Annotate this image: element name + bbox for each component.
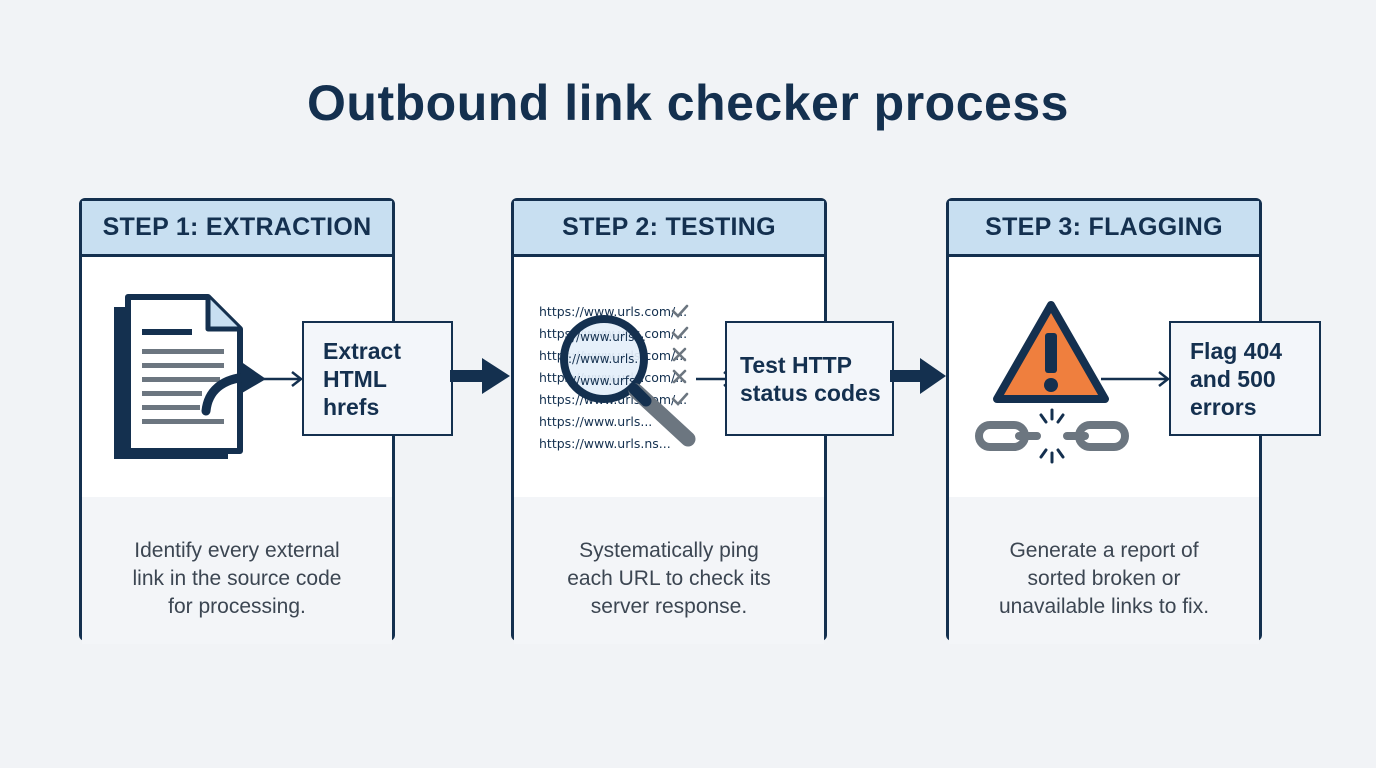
- cross-icon: [672, 347, 687, 362]
- warning-triangle-icon: [993, 301, 1109, 403]
- step-3-description: Generate a report of sorted broken or un…: [998, 539, 1210, 618]
- check-icon: [671, 392, 689, 406]
- step-1-action-box: Extract HTML hrefs: [302, 321, 453, 436]
- check-icon: [671, 326, 689, 340]
- svg-text://www.urls...: //www.urls...: [572, 330, 646, 344]
- step-2-footer: [514, 497, 824, 644]
- url-status-marks: [671, 304, 689, 406]
- step-connector-arrow-1-icon: [450, 358, 510, 394]
- url-row: https://www.urls...: [539, 414, 653, 429]
- svg-text:://www.urls.: ://www.urls.: [568, 352, 638, 366]
- step-3-action-box: Flag 404 and 500 errors: [1169, 321, 1321, 436]
- broken-link-icon: [975, 408, 1129, 464]
- step-1-description: Identify every external link in the sour…: [132, 539, 342, 618]
- check-icon: [671, 304, 689, 318]
- step-3-header: STEP 3: FLAGGING: [949, 201, 1259, 257]
- step-2-action-box: Test HTTP status codes: [725, 321, 894, 436]
- step-1-footer: [82, 497, 392, 644]
- magnifying-glass-icon: //www.urls... ://www.urls. //www.urfs: [560, 315, 696, 447]
- step-3-panel: STEP 3: FLAGGING Flag 404 and 500 errors…: [946, 198, 1321, 644]
- step-2-panel: STEP 2: TESTING https://www.urls.com/...…: [511, 198, 894, 644]
- document-export-icon: [114, 294, 266, 459]
- step-3-footer: [949, 497, 1259, 644]
- step-2-header: STEP 2: TESTING: [514, 201, 824, 257]
- step-1-header: STEP 1: EXTRACTION: [82, 201, 392, 257]
- url-row: https://www.urls.com/...: [539, 304, 688, 319]
- url-row: https://www.urls.ns...: [539, 436, 671, 451]
- step-3-inner-arrow-icon: [1101, 371, 1171, 387]
- step-1-inner-arrow-icon: [264, 371, 304, 387]
- step-connector-arrow-2-icon: [890, 358, 946, 394]
- step-1-panel: STEP 1: EXTRACTION Extract HTML hrefs Id…: [79, 198, 453, 644]
- page-title: Outbound link checker process: [307, 75, 1069, 131]
- svg-text://www.urfs: //www.urfs: [572, 374, 635, 388]
- cross-icon: [672, 369, 687, 384]
- step-2-description: Systematically ping each URL to check it…: [567, 539, 771, 618]
